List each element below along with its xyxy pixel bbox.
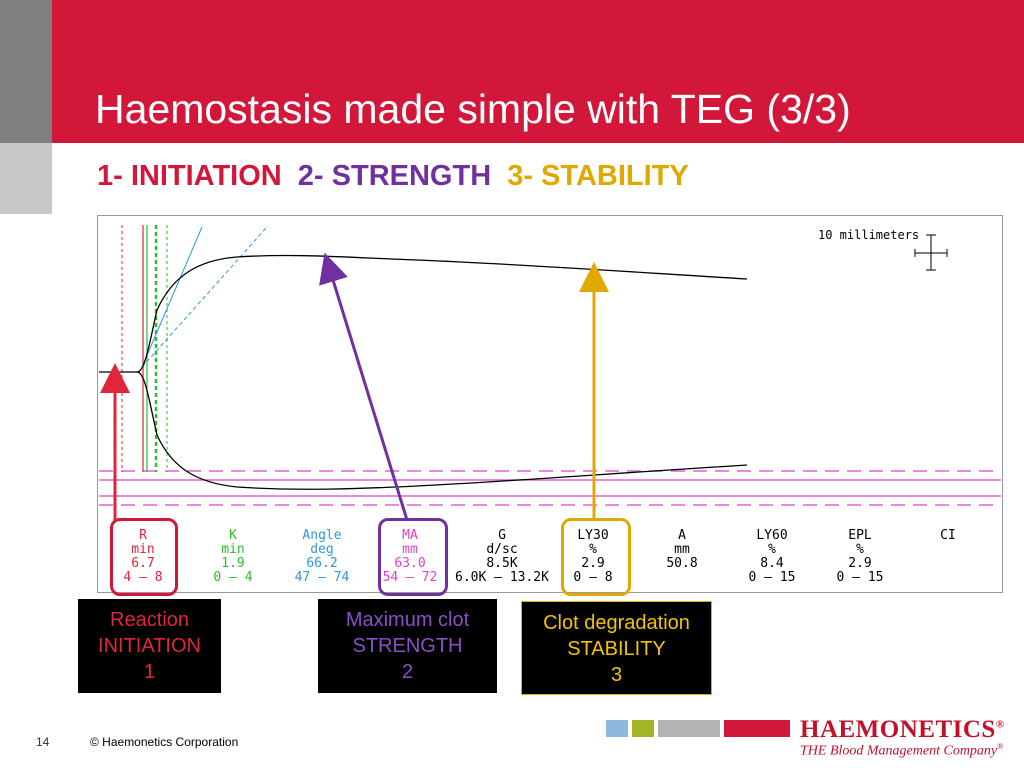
param-angle-name: Angle xyxy=(302,528,342,543)
strength-arrow xyxy=(319,252,409,521)
ma-highlight-box xyxy=(378,518,448,596)
header-gray-block xyxy=(0,0,52,143)
param-k-name: K xyxy=(229,528,237,543)
param-epl-name: EPL xyxy=(848,528,872,543)
param-k-unit: min xyxy=(221,542,245,557)
param-angle-range: 47 — 74 xyxy=(294,570,350,585)
logo-square-blue xyxy=(606,720,628,737)
param-k: K min 1.9 0 — 4 xyxy=(183,529,283,585)
param-ly30-value: 2.9 xyxy=(581,556,605,571)
param-ma-name: MA xyxy=(402,528,418,543)
param-a-name: A xyxy=(678,528,686,543)
param-ly30-range: 0 — 8 xyxy=(573,570,613,585)
logo-wordmark: HAEMONETICS xyxy=(800,716,996,743)
subtitle-initiation: 1- INITIATION xyxy=(97,160,282,192)
header-band xyxy=(0,0,1024,143)
teg-tracing-diagram xyxy=(99,225,1001,521)
param-ly60-unit: % xyxy=(768,542,776,557)
logo-tagline-text: THE Blood Management Company xyxy=(800,743,998,759)
r-highlight-box xyxy=(110,518,178,596)
param-ma: MA mm 63.0 54 — 72 xyxy=(360,529,460,585)
param-r-range: 4 — 8 xyxy=(123,570,163,585)
param-angle: Angle deg 66.2 47 — 74 xyxy=(272,529,372,585)
scale-label: 10 millimeters xyxy=(818,228,920,242)
param-r-value: 6.7 xyxy=(131,556,155,571)
param-r: R min 6.7 4 — 8 xyxy=(93,529,193,585)
logo-tagline-mark: ® xyxy=(997,742,1004,751)
callout-stability: Clot degradation STABILITY 3 xyxy=(521,601,712,695)
logo-bar-red xyxy=(724,720,790,737)
param-r-unit: min xyxy=(131,542,155,557)
param-ci-name: CI xyxy=(940,528,956,543)
param-ly30-unit: % xyxy=(589,542,597,557)
param-g-unit: d/sc xyxy=(486,542,518,557)
param-a-unit: mm xyxy=(674,542,690,557)
callout-reaction-line-3: 1 xyxy=(143,661,156,683)
param-a-value: 50.8 xyxy=(666,556,698,571)
callout-stability-line-2: STABILITY xyxy=(567,638,666,660)
callout-strength-line-2: STRENGTH xyxy=(352,635,463,657)
param-k-value: 1.9 xyxy=(221,556,245,571)
param-epl: EPL % 2.9 0 — 15 xyxy=(810,529,910,585)
param-ma-unit: mm xyxy=(402,542,418,557)
logo-bar-gray xyxy=(658,720,720,737)
header-light-gray-block xyxy=(0,143,52,214)
copyright-text: © Haemonetics Corporation xyxy=(90,735,239,749)
callout-strength-line-1: Maximum clot xyxy=(345,609,470,631)
subtitle-strength: 2- STRENGTH xyxy=(297,160,492,192)
param-g-name: G xyxy=(498,528,506,543)
slide-subtitle: 1- INITIATION 2- STRENGTH 3- STABILITY xyxy=(97,160,697,193)
param-ma-range: 54 — 72 xyxy=(382,570,438,585)
param-ly60-value: 8.4 xyxy=(760,556,784,571)
subtitle-stability: 3- STABILITY xyxy=(507,160,689,192)
slide-title: Haemostasis made simple with TEG (3/3) xyxy=(95,86,851,132)
param-ly60: LY60 % 8.4 0 — 15 xyxy=(722,529,822,585)
callout-reaction-line-2: INITIATION xyxy=(98,635,201,657)
param-ly30-name: LY30 xyxy=(577,528,609,543)
param-k-range: 0 — 4 xyxy=(213,570,253,585)
teg-upper-trace xyxy=(99,254,748,373)
callout-reaction: Reaction INITIATION 1 xyxy=(78,599,221,693)
haemonetics-logo: HAEMONETICS® xyxy=(800,716,1005,744)
callout-stability-line-1: Clot degradation xyxy=(543,612,690,634)
scale-cross-icon xyxy=(914,234,948,271)
teg-lower-trace xyxy=(136,371,748,490)
angle-line xyxy=(141,226,203,368)
param-ma-value: 63.0 xyxy=(394,556,426,571)
logo-square-green xyxy=(632,720,654,737)
param-epl-range: 0 — 15 xyxy=(836,570,884,585)
param-ly60-name: LY60 xyxy=(756,528,788,543)
callout-stability-line-3: 3 xyxy=(610,664,623,686)
param-g: G d/sc 8.5K 6.0K — 13.2K xyxy=(452,529,552,585)
param-ly30: LY30 % 2.9 0 — 8 xyxy=(543,529,643,585)
callout-strength-line-3: 2 xyxy=(401,661,414,683)
callout-reaction-line-1: Reaction xyxy=(110,609,189,631)
logo-registered-mark: ® xyxy=(995,718,1005,731)
param-angle-unit: deg xyxy=(310,542,334,557)
param-epl-unit: % xyxy=(856,542,864,557)
ly30-highlight-box xyxy=(561,518,631,596)
param-g-value: 8.5K xyxy=(486,556,518,571)
param-g-range: 6.0K — 13.2K xyxy=(455,570,549,585)
param-ci: CI xyxy=(898,529,998,543)
angle-dashed-line xyxy=(141,226,268,368)
param-ly60-range: 0 — 15 xyxy=(748,570,796,585)
teg-tracing-panel xyxy=(97,215,1003,593)
param-r-name: R xyxy=(139,528,147,543)
param-a: A mm 50.8 xyxy=(632,529,732,571)
page-number: 14 xyxy=(36,735,50,749)
callout-strength: Maximum clot STRENGTH 2 xyxy=(318,599,497,693)
param-angle-value: 66.2 xyxy=(306,556,338,571)
param-epl-value: 2.9 xyxy=(848,556,872,571)
logo-tagline: THE Blood Management Company® xyxy=(800,742,1003,760)
